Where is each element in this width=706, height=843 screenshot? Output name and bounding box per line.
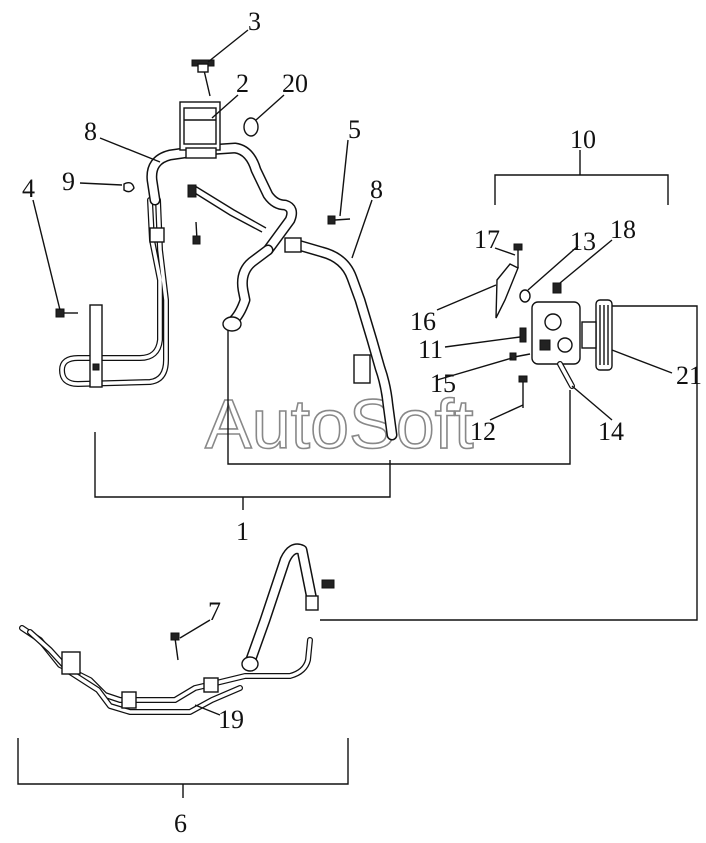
leader-lines	[32, 29, 673, 716]
callout-1: 1	[236, 517, 249, 546]
pipe-clip	[149, 227, 165, 243]
bolt-15	[509, 352, 531, 361]
callout-19: 19	[218, 705, 244, 734]
bolt-12	[518, 375, 528, 408]
hose-clamp	[243, 117, 259, 137]
bolt-5	[327, 215, 351, 225]
pump-body	[531, 301, 581, 387]
seal-11	[519, 327, 527, 343]
return-line-thin	[189, 189, 263, 233]
callout-16: 16	[410, 307, 436, 336]
hose-bracket	[353, 354, 371, 384]
steering-pipe-group-6	[19, 543, 335, 715]
pipe-fitting	[305, 595, 319, 611]
callout-5: 5	[348, 115, 361, 144]
callout-21: 21	[676, 361, 702, 390]
callout-3: 3	[248, 7, 261, 36]
callout-11: 11	[418, 335, 443, 364]
loop-bracket	[89, 304, 103, 388]
hose-end-fitting	[222, 316, 242, 332]
callout-13: 13	[570, 227, 596, 256]
o-ring	[519, 289, 531, 303]
pump-bracket	[495, 263, 519, 319]
bolt-4	[55, 308, 78, 318]
callout-8-left: 8	[84, 117, 97, 146]
bolt-7	[170, 632, 180, 661]
reservoir-cap	[191, 59, 215, 97]
watermark: AutoSoft	[205, 385, 474, 463]
fitting-18	[552, 282, 562, 294]
callout-8-right: 8	[370, 175, 383, 204]
pulley	[581, 299, 613, 371]
bolt-small	[192, 221, 201, 245]
callout-2: 2	[236, 69, 249, 98]
callout-20: 20	[282, 69, 308, 98]
reservoir	[179, 101, 221, 198]
callout-6: 6	[174, 809, 187, 838]
callout-17: 17	[474, 225, 500, 254]
pressure-hose-fitting	[284, 237, 302, 253]
bolt-17	[513, 243, 523, 268]
callout-10: 10	[570, 125, 596, 154]
group-brackets	[17, 150, 698, 798]
clip	[123, 181, 135, 193]
callout-15: 15	[430, 369, 456, 398]
callout-18: 18	[610, 215, 636, 244]
hose-assembly-group-1	[55, 59, 398, 441]
pump-group-10	[495, 243, 613, 408]
callout-12: 12	[470, 417, 496, 446]
callout-7: 7	[208, 597, 221, 626]
callout-4: 4	[22, 174, 35, 203]
callout-9: 9	[62, 167, 75, 196]
callout-labels: 3 2 20 8 9 4 5 8 10 17 13 18 16 11 15 12…	[22, 7, 702, 838]
callout-14: 14	[598, 417, 624, 446]
